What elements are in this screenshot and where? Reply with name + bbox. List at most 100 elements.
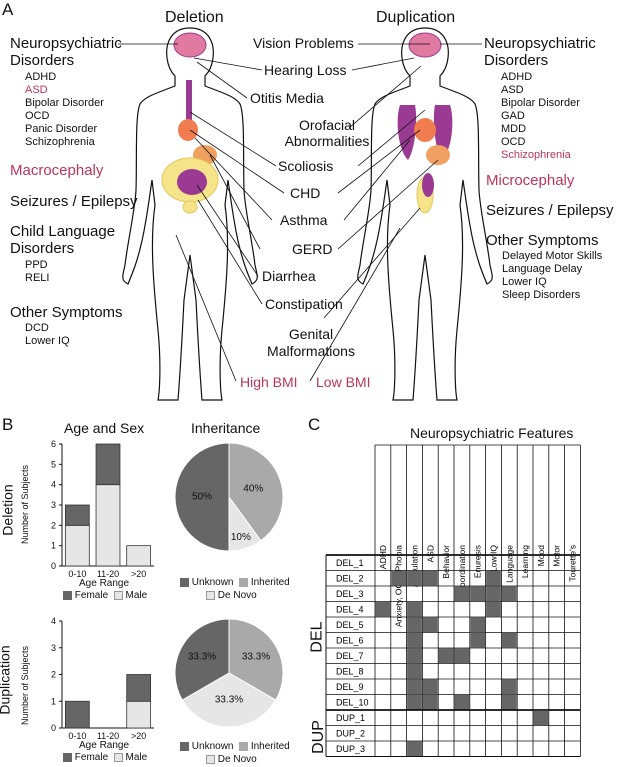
pie-value-label: 33.3% <box>188 652 216 663</box>
x-tick-label: 0-10 <box>68 569 86 579</box>
panel-b-letter: B <box>2 415 14 434</box>
y-tick-label: 3 <box>51 500 56 510</box>
row-label: DEL_5 <box>336 620 364 630</box>
x-tick-label: 11-20 <box>97 569 119 579</box>
left-neuro-item: ASD <box>25 84 48 96</box>
legend-unknown-swatch <box>180 577 189 587</box>
left-other-list: DCD Lower IQ <box>25 322 70 348</box>
left-neuro-item: OCD <box>25 110 50 122</box>
legend-inherited-label: Inherited <box>250 577 290 588</box>
legend-female-swatch <box>63 590 72 600</box>
feature-present-cell <box>422 679 438 694</box>
feature-present-cell <box>470 617 486 632</box>
feature-present-cell <box>486 602 501 617</box>
left-body-organs <box>161 32 219 214</box>
body-figures <box>118 27 493 401</box>
column-header: ASD <box>425 545 435 562</box>
feature-present-cell <box>470 633 486 648</box>
y-tick-label: 3 <box>51 643 56 653</box>
panel-a-letter: A <box>2 0 14 19</box>
row-label: DEL_7 <box>336 651 364 661</box>
legend-female-label: Female <box>74 752 109 763</box>
neuro-features-title: Neuropsychiatric Features <box>410 425 574 441</box>
feature-present-cell <box>422 695 438 710</box>
row-label: DUP_3 <box>336 744 365 754</box>
feature-present-cell <box>438 648 454 663</box>
feature-present-cell <box>407 617 422 632</box>
pie-slice-unknown <box>174 442 230 552</box>
pie-slice-unknown <box>174 618 230 701</box>
row-label: DUP_2 <box>336 729 365 739</box>
del-bar-legend: Female Male <box>63 590 147 601</box>
chd-label: CHD <box>290 185 321 201</box>
feature-present-cell <box>486 586 501 601</box>
legend-denovo-label: De Novo <box>217 590 257 601</box>
pie-slice-inherited <box>228 442 284 542</box>
row-label: DEL_1 <box>336 558 364 568</box>
feature-present-cell <box>407 679 422 694</box>
left-neuro-item: Panic Disorder <box>25 123 98 135</box>
left-other-title: Other Symptoms <box>10 304 123 321</box>
right-other-item: Lower IQ <box>502 276 547 288</box>
pie-value-label: 10% <box>231 532 251 543</box>
feature-present-cell <box>470 586 486 601</box>
right-neuro-item: ASD <box>501 84 524 96</box>
legend-denovo-swatch <box>206 590 215 600</box>
right-neuro-item: Bipolar Disorder <box>501 97 580 109</box>
y-tick-label: 5 <box>51 459 56 469</box>
macrocephaly-label: Macrocephaly <box>10 162 104 179</box>
left-neuro-title: Neuropsychiatric Disorders <box>10 35 122 69</box>
row-label: DEL_8 <box>336 667 364 677</box>
legend-unknown-label: Unknown <box>191 741 234 752</box>
y-tick-label: 6 <box>51 439 56 449</box>
deletion-title: Deletion <box>165 9 224 26</box>
right-neuro-item: OCD <box>501 136 526 148</box>
child-language-list: PPD RELI <box>25 259 49 285</box>
bar-female <box>126 674 152 702</box>
feature-present-cell <box>533 710 549 725</box>
pie-value-label: 40% <box>243 484 263 495</box>
row-label: DEL_2 <box>336 574 364 584</box>
feature-present-cell <box>407 648 422 663</box>
high-bmi-label: High BMI <box>240 374 298 390</box>
right-seizures-label: Seizures / Epilepsy <box>486 202 614 219</box>
column-header: Tourette's <box>568 545 578 582</box>
right-other-item: Delayed Motor Skills <box>502 250 603 262</box>
legend-inherited-swatch <box>239 577 249 587</box>
column-header: Behavior <box>441 545 451 579</box>
right-body-organs <box>397 32 453 214</box>
feature-present-cell <box>407 695 422 710</box>
vision-problems-label: Vision Problems <box>253 35 354 51</box>
del-pie-legend: Unknown Inherited De Novo <box>180 576 290 602</box>
feature-present-cell <box>407 571 422 586</box>
y-tick-label: 1 <box>51 541 56 551</box>
feature-present-cell <box>391 571 407 586</box>
y-tick-label: 0 <box>51 561 56 571</box>
right-neuro-item: GAD <box>501 110 525 122</box>
child-language-title: Child Language Disorders <box>10 223 116 257</box>
bar-female <box>64 504 90 526</box>
feature-present-cell <box>454 695 470 710</box>
legend-female-label: Female <box>74 590 109 601</box>
dup-xlabel: Age Range <box>79 740 130 751</box>
orofacial-label: Orofacial Abnormalities <box>284 117 370 149</box>
feature-present-cell <box>501 695 517 710</box>
feature-present-cell <box>422 571 438 586</box>
x-tick-label: >20 <box>131 569 146 579</box>
right-other-title: Other Symptoms <box>486 232 599 249</box>
pie-value-label: 33.3% <box>215 695 243 706</box>
asthma-label: Asthma <box>280 212 328 228</box>
column-header: Enuresis <box>473 545 483 578</box>
left-neuro-list: ADHD ASD Bipolar Disorder OCD Panic Diso… <box>25 71 104 149</box>
constipation-label: Constipation <box>265 296 343 312</box>
column-header: Learning <box>520 545 530 578</box>
column-header: Language <box>504 545 514 583</box>
left-neuro-item: Bipolar Disorder <box>25 97 104 109</box>
hearing-loss-label: Hearing Loss <box>264 62 347 78</box>
feature-present-cell <box>407 602 422 617</box>
dup-bar-legend: Female Male <box>63 752 147 763</box>
right-heart-icon <box>414 118 436 142</box>
feature-present-cell <box>407 633 422 648</box>
legend-denovo-label: De Novo <box>217 754 257 765</box>
feature-present-cell <box>501 633 517 648</box>
